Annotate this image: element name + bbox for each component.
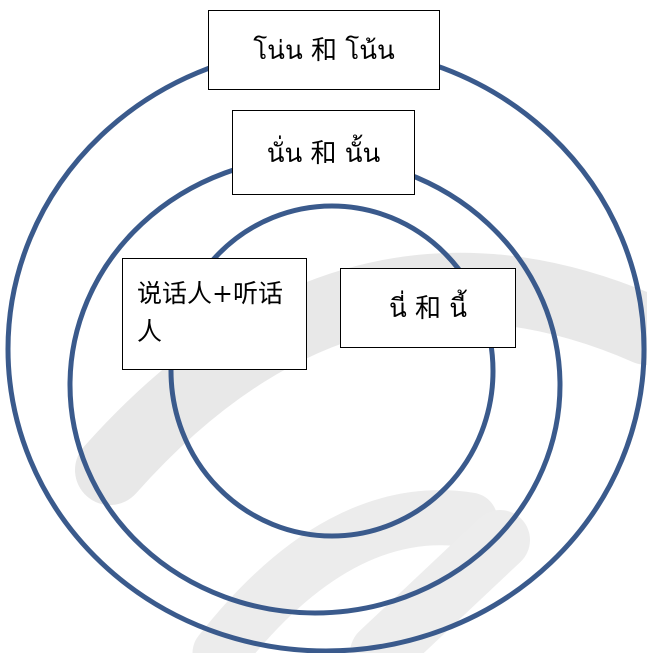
inner-ring-label: นี่ 和 นี้ <box>388 294 468 325</box>
watermark-sweep <box>192 490 498 653</box>
speaker-listener-label-box: 说话人+听话人 <box>122 258 307 370</box>
speaker-listener-label: 说话人+听话人 <box>137 279 283 346</box>
inner-ring <box>168 203 496 539</box>
middle-ring-label: นั่น 和 นั้น <box>266 138 381 169</box>
inner-ring-label-box: นี่ 和 นี้ <box>340 268 516 348</box>
outer-ring-label: โน่น 和 โน้น <box>253 36 395 67</box>
watermark-sweep-lower <box>350 510 530 653</box>
outer-ring-label-box: โน่น 和 โน้น <box>208 10 440 90</box>
middle-ring-label-box: นั่น 和 นั้น <box>232 110 415 195</box>
